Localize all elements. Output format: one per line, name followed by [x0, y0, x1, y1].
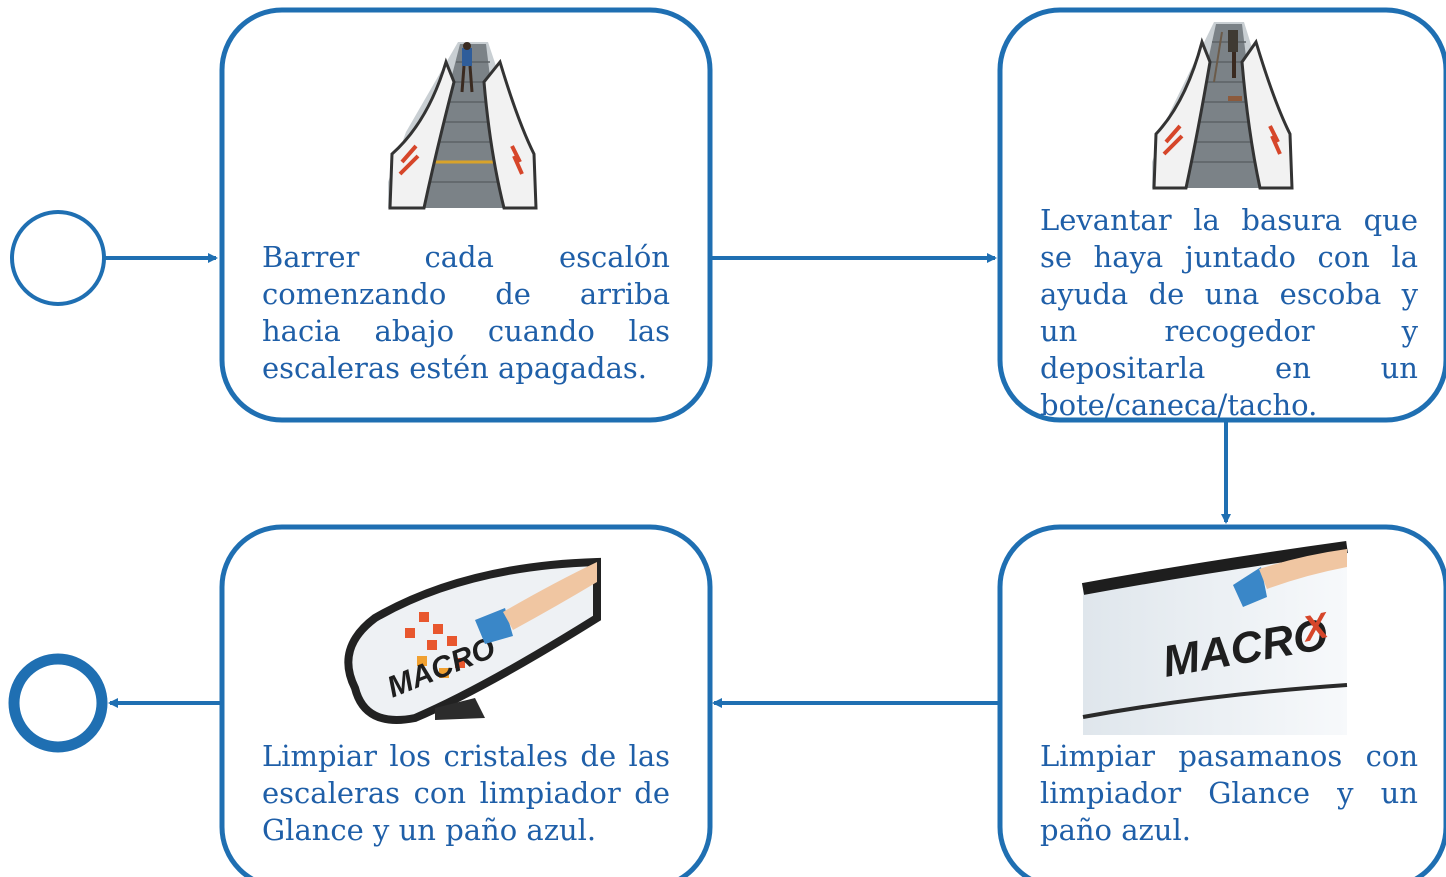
glass-panel-cleaning-icon: MACRO [344, 557, 601, 724]
step-3-text: Limpiar pasamanos con limpiador Glance y… [1040, 739, 1418, 847]
step-1-box [219, 7, 713, 423]
end-event [8, 653, 108, 753]
escalator-icon [388, 42, 538, 210]
step-1-text: Barrer cada escalón comenzando de arriba… [262, 240, 670, 385]
step-2-text: Levantar la basura que se haya juntado c… [1040, 203, 1418, 422]
step-4-text: Limpiar los cristales de las escaleras c… [262, 739, 670, 847]
handrail-cleaning-icon: MACRO X [1081, 541, 1348, 735]
step-2-box [997, 7, 1446, 423]
escalator-icon-2 [1152, 22, 1294, 190]
start-event [10, 210, 106, 306]
